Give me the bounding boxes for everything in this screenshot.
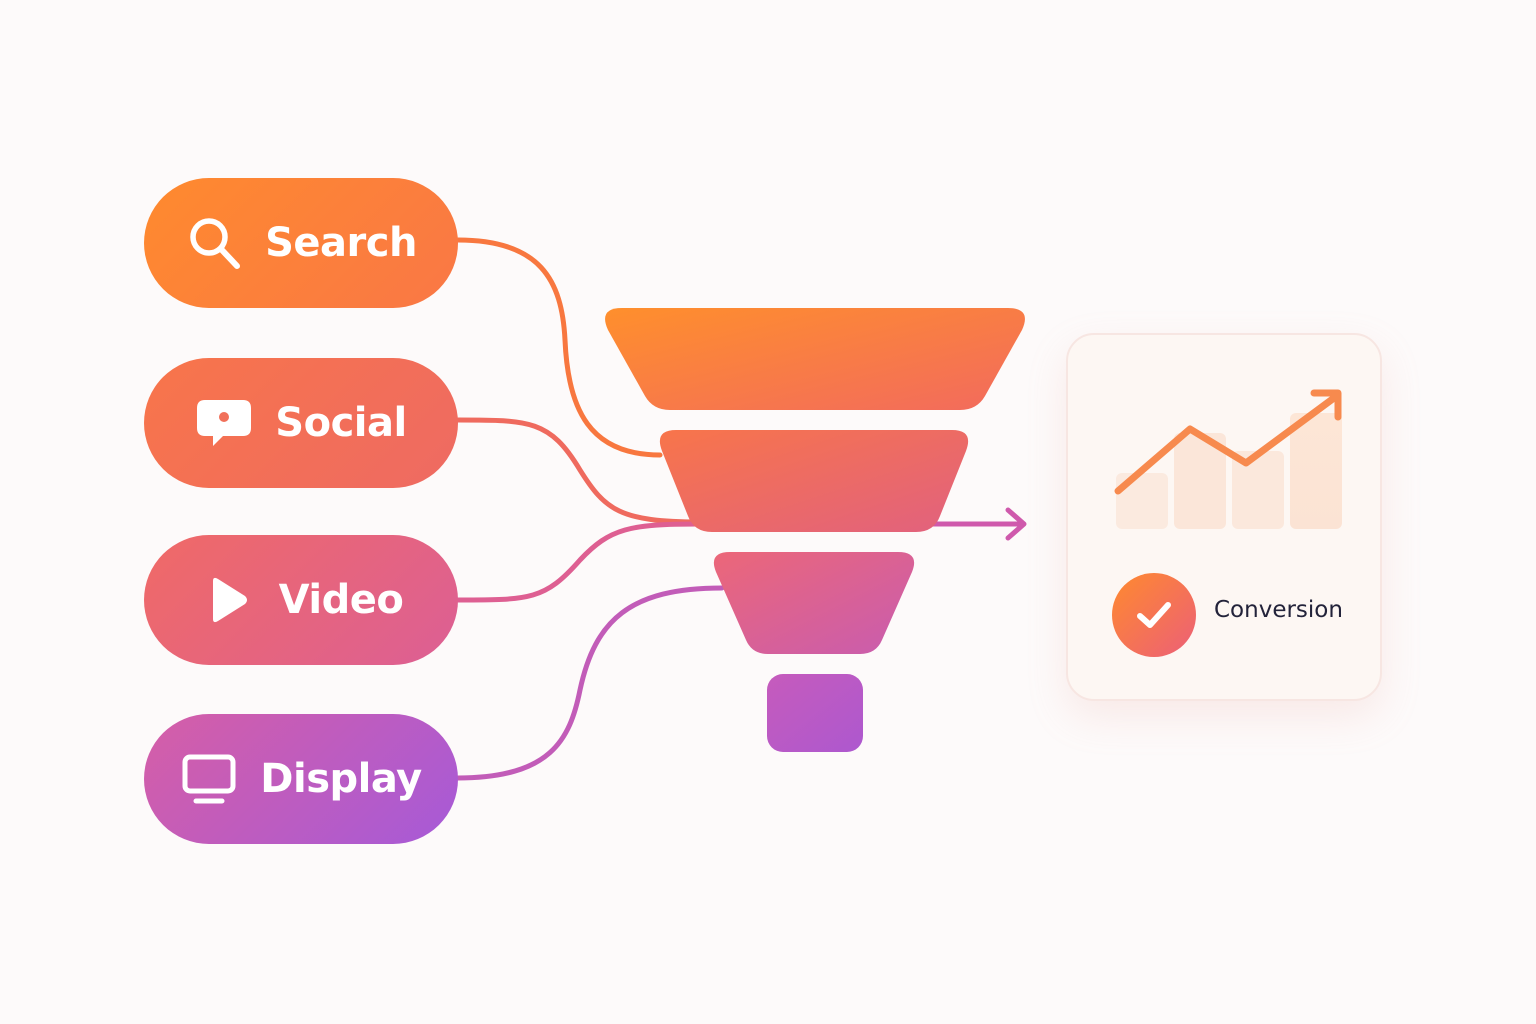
channel-label: Video (278, 577, 404, 623)
connector-social (455, 417, 703, 525)
conversion-label: Conversion (1214, 597, 1343, 623)
checkmark-icon (1137, 602, 1171, 628)
channel-label: Search (265, 220, 417, 266)
trend-line (1114, 391, 1342, 495)
funnel-tier-4 (767, 674, 863, 752)
conversion-card: Conversion (1066, 333, 1382, 701)
trend-arrowhead (1310, 389, 1342, 421)
channel-display[interactable]: Display (144, 714, 458, 844)
trend-chart-icon (1114, 389, 1342, 529)
chat-bubble-icon (195, 394, 253, 452)
channel-search[interactable]: Search (144, 178, 458, 308)
chart-bar (1174, 433, 1226, 529)
chart-bar (1232, 451, 1284, 529)
funnel-tier-2 (659, 430, 969, 532)
channel-video[interactable]: Video (144, 535, 458, 665)
connector-video (455, 521, 703, 603)
conversion-badge (1112, 573, 1196, 657)
search-icon (185, 214, 243, 272)
channel-label: Social (275, 400, 407, 446)
connector-search (455, 237, 663, 458)
connector-display (455, 585, 725, 781)
play-icon (199, 571, 257, 629)
channel-social[interactable]: Social (144, 358, 458, 488)
monitor-icon (180, 750, 238, 808)
channel-label: Display (260, 756, 422, 802)
output-arrowhead (1005, 507, 1027, 541)
chart-bar (1116, 473, 1168, 529)
chart-bar (1290, 413, 1342, 529)
funnel-tier-1 (605, 308, 1025, 410)
funnel-tier-3 (713, 552, 915, 654)
